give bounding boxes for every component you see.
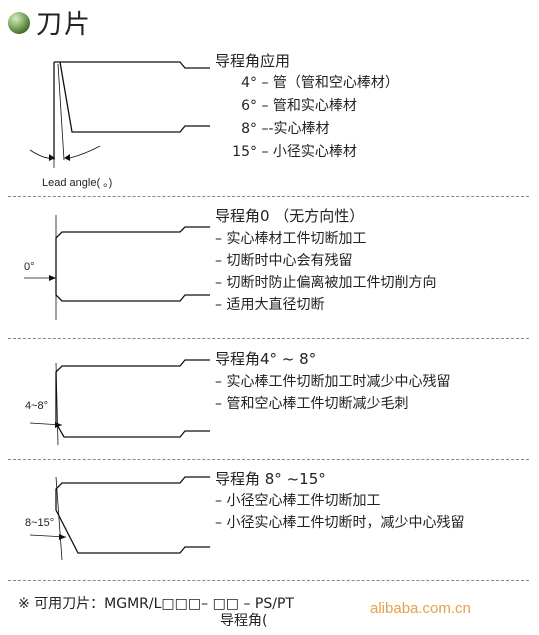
diagram-label: 4~8° bbox=[25, 400, 49, 412]
list-item: – 小径实心棒工件切断时，减少中心残留 bbox=[215, 515, 465, 531]
diagram-label: 8~15° bbox=[25, 517, 55, 529]
diagram-label: Lead angle( 。) bbox=[42, 177, 113, 189]
list-item: 15° – 小径实心棒材 bbox=[215, 141, 357, 161]
angle-value: 8° bbox=[241, 121, 257, 137]
title-bullet-icon bbox=[8, 12, 30, 34]
list-item: – 管和空心棒工件切断减少毛刺 bbox=[215, 396, 409, 412]
zero-angle-diagram bbox=[24, 215, 210, 320]
angle-text: –-实心棒材 bbox=[261, 121, 330, 137]
angle-4-8-diagram bbox=[29, 359, 210, 446]
section-heading: 导程角0 （无方向性） bbox=[215, 207, 365, 225]
section-heading: 导程角 8° ~15° bbox=[215, 470, 326, 488]
page-title: 刀片 bbox=[36, 10, 93, 40]
available-inserts-note: ※ 可用刀片：MGMR/L□□□– □□ – PS/PT bbox=[18, 596, 294, 612]
lead-angle-diagram bbox=[29, 61, 210, 168]
angle-text: – 管和实心棒材 bbox=[261, 98, 357, 114]
watermark: alibaba.com.cn bbox=[370, 600, 471, 617]
list-item: 6° – 管和实心棒材 bbox=[215, 95, 357, 115]
angle-value: 6° bbox=[241, 98, 257, 114]
list-item: 8° –-实心棒材 bbox=[215, 118, 330, 138]
angle-value: 15° bbox=[232, 144, 257, 160]
list-item: – 切断时中心会有残留 bbox=[215, 253, 353, 269]
list-item: – 切断时防止偏离被加工件切削方向 bbox=[215, 275, 437, 291]
angle-text: – 小径实心棒材 bbox=[261, 144, 357, 160]
footnote-continuation: 导程角( bbox=[220, 613, 268, 629]
section-divider bbox=[8, 338, 529, 339]
list-item: – 实心棒材工件切断加工 bbox=[215, 231, 367, 247]
section-heading: 导程角应用 bbox=[215, 52, 291, 70]
section-divider bbox=[8, 196, 529, 197]
diagram-label: 0° bbox=[24, 261, 35, 273]
list-item: 4° – 管（管和空心棒材） bbox=[215, 72, 399, 92]
section-heading: 导程角4° ~ 8° bbox=[215, 350, 317, 368]
section-divider bbox=[8, 459, 529, 460]
list-item: – 小径空心棒工件切断加工 bbox=[215, 493, 381, 509]
list-item: – 实心棒工件切断加工时减少中心残留 bbox=[215, 374, 451, 390]
section-divider bbox=[8, 580, 529, 581]
angle-text: – 管（管和空心棒材） bbox=[261, 75, 399, 91]
angle-value: 4° bbox=[241, 75, 257, 91]
list-item: – 适用大直径切断 bbox=[215, 297, 325, 313]
angle-8-15-diagram bbox=[29, 476, 210, 561]
